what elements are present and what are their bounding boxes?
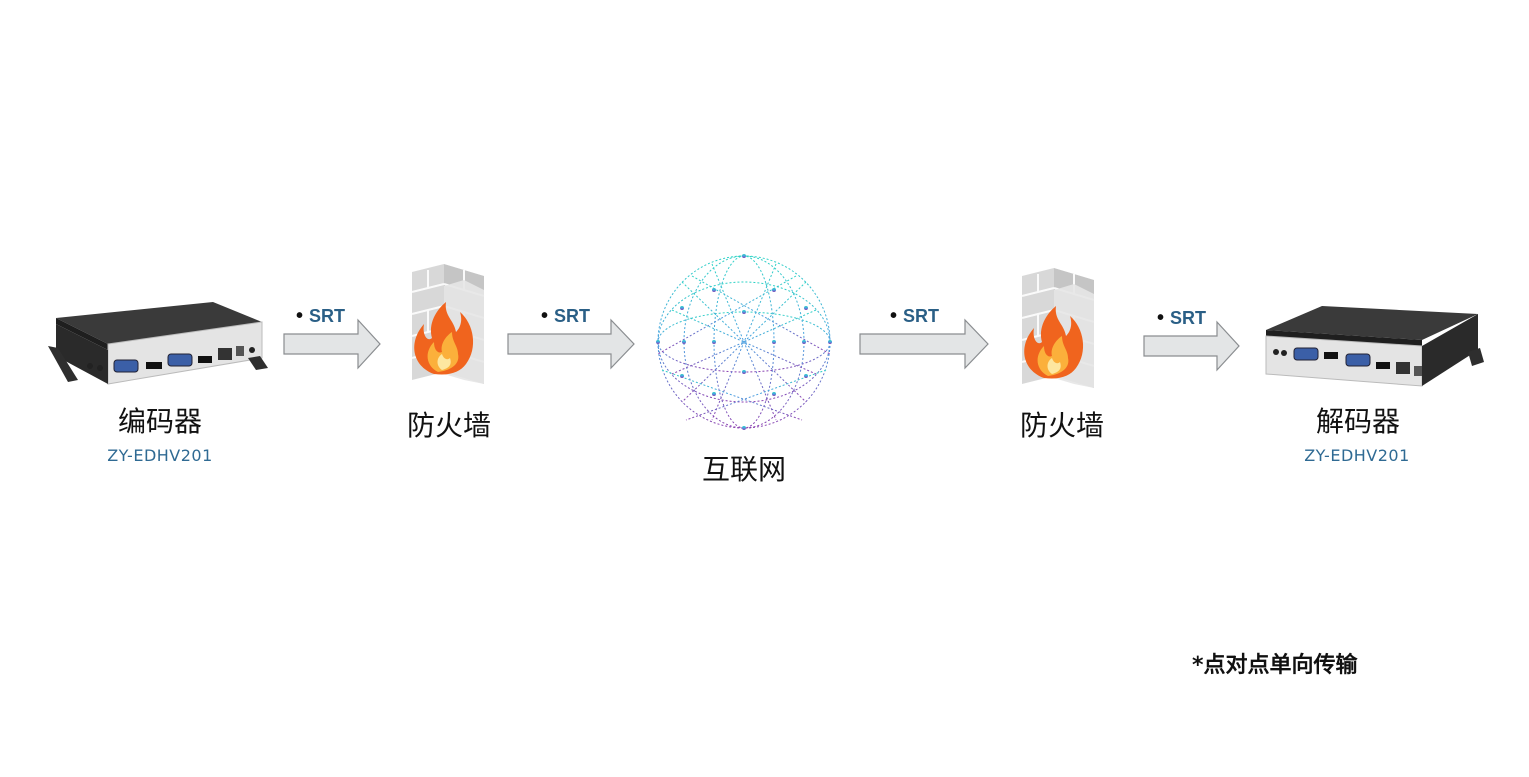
internet-node: 互联网 [652,250,836,490]
firewall-left-node: 防火墙 [394,262,504,442]
encoder-label: 编码器 [117,405,202,438]
link-4-protocol: •SRT [1157,307,1207,329]
decoder-label: 解码器 [1315,405,1400,438]
firewall-icon [1021,268,1095,388]
internet-label: 互联网 [701,453,786,486]
decoder-device-icon [1265,306,1484,387]
encoder-model: ZY-EDHV201 [107,446,213,465]
firewall-right-label: 防火墙 [1019,409,1104,442]
link-2-arrow-icon [507,318,635,370]
decoder-node: 解码器 ZY-EDHV201 [1262,300,1484,470]
link-1-arrow-icon [283,318,381,370]
decoder-model: ZY-EDHV201 [1304,446,1410,465]
link-4-arrow-icon [1143,320,1240,372]
firewall-left-label: 防火墙 [406,409,491,442]
wireframe-globe-icon [656,254,832,430]
firewall-icon [411,264,485,384]
link-3-arrow-icon [859,318,989,370]
firewall-right-node: 防火墙 [1008,262,1118,442]
transmission-note: *点对点单向传输 [1192,653,1358,678]
link-3-protocol: •SRT [890,305,940,327]
link-1-protocol: •SRT [296,305,346,327]
encoder-device-icon [48,302,268,385]
link-2-protocol: •SRT [541,305,591,327]
encoder-node: 编码器 ZY-EDHV201 [48,300,268,470]
